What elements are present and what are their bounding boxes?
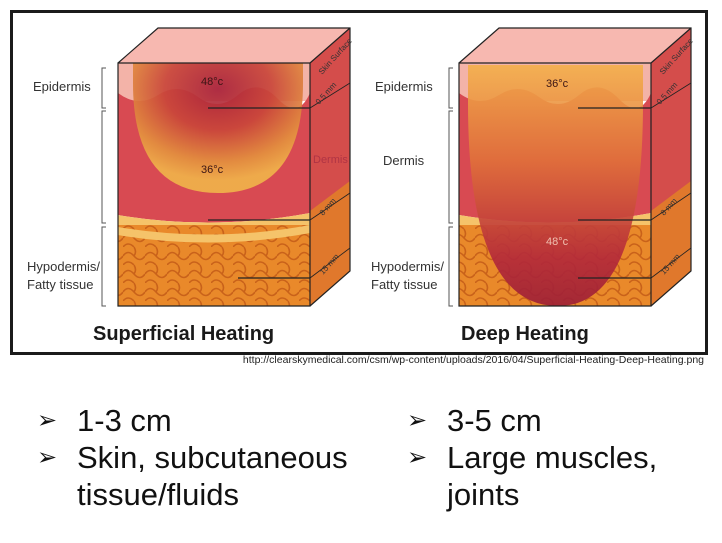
bullet-text: Skin, subcutaneous tissue/fluids [77,440,348,512]
bullet-item: ➢ Skin, subcutaneous tissue/fluids [37,439,397,513]
label-hypodermis-right-1: Hypodermis/ [371,259,444,274]
diagram-svg: Epidermis Hypodermis/ Fatty tissue Epide… [27,27,695,345]
title-deep: Deep Heating [461,323,589,345]
bullets-left: ➢ 1-3 cm ➢ Skin, subcutaneous tissue/flu… [37,402,397,513]
label-hypodermis-left-1: Hypodermis/ [27,259,100,274]
label-epidermis-right: Epidermis [375,79,433,94]
bullet-item: ➢ Large muscles, joints [407,439,707,513]
temp-deep-top: 36°c [546,78,569,90]
label-hypodermis-left-2: Fatty tissue [27,277,93,292]
label-epidermis-left: Epidermis [33,79,91,94]
arrow-bullet-icon: ➢ [37,444,58,471]
label-hypodermis-right-2: Fatty tissue [371,277,437,292]
heating-diagram: Epidermis Hypodermis/ Fatty tissue Epide… [10,10,708,355]
title-superficial: Superficial Heating [93,323,274,345]
bullet-item: ➢ 1-3 cm [37,402,397,439]
bullet-text: 1-3 cm [77,403,172,438]
superficial-block [117,27,351,307]
temp-superficial-top: 48°c [201,76,224,88]
label-dermis-right: Dermis [383,153,425,168]
arrow-bullet-icon: ➢ [407,407,428,434]
temp-superficial-bottom: 36°c [201,164,224,176]
arrow-bullet-icon: ➢ [37,407,58,434]
bullet-text: Large muscles, joints [447,440,658,512]
label-dermis-left-side: Dermis [313,154,348,166]
bullet-text: 3-5 cm [447,403,542,438]
source-url: http://clearskymedical.com/csm/wp-conten… [242,354,704,366]
arrow-bullet-icon: ➢ [407,444,428,471]
deep-block [458,27,692,307]
bullet-item: ➢ 3-5 cm [407,402,707,439]
bullets-right: ➢ 3-5 cm ➢ Large muscles, joints [407,402,707,513]
temp-deep-bottom: 48°c [546,236,569,248]
